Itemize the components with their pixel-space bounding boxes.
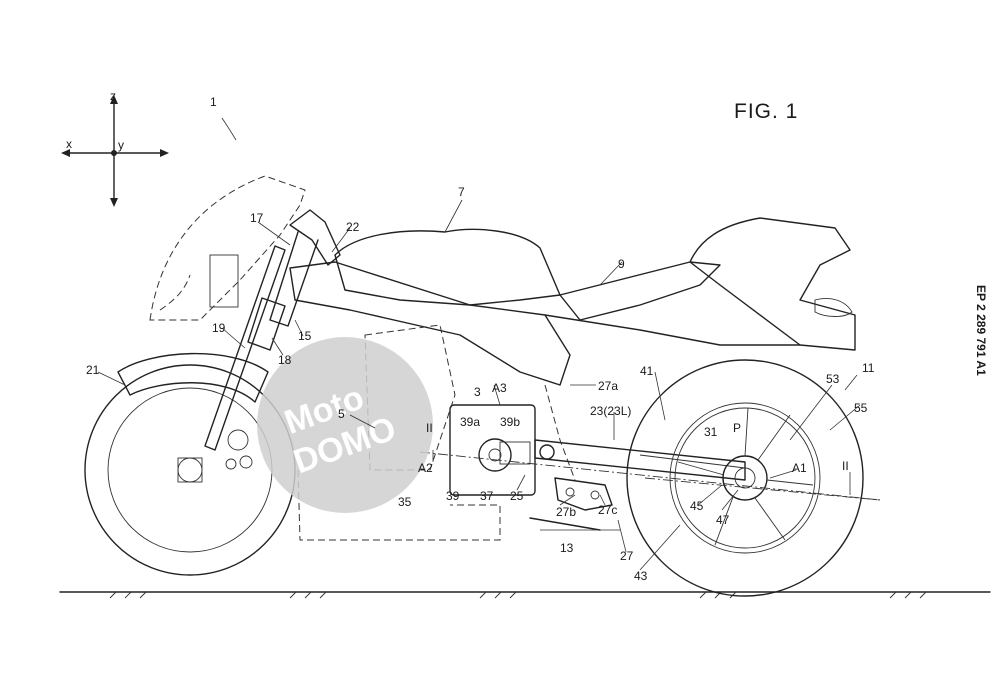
label-5: 5 [338, 407, 345, 421]
label-27c: 27c [598, 503, 617, 517]
tail-cowl [689, 217, 856, 351]
figure-title: FIG. 1 [734, 100, 798, 123]
patent-number: EP 2 289 791 A1 [974, 285, 988, 376]
label-17: 17 [250, 211, 264, 225]
label-41: 41 [640, 364, 654, 378]
label-23-23l: 23(23L) [590, 404, 631, 418]
watermark: Moto DOMO [257, 337, 433, 513]
main-frame [289, 261, 571, 386]
label-15: 15 [298, 329, 312, 343]
label-a3: A3 [492, 381, 507, 395]
label-39: 39 [446, 489, 460, 503]
label-1: 1 [210, 95, 217, 109]
axis-line-a1 [644, 477, 881, 501]
section-line [419, 451, 881, 501]
axis-x-label: x [66, 137, 72, 151]
ground-line [59, 591, 991, 599]
seat [559, 261, 721, 321]
label-3: 3 [474, 385, 481, 399]
front-fairing [149, 175, 306, 321]
label-a2: A2 [418, 461, 433, 475]
label-47: 47 [716, 513, 730, 527]
reference-labels: 1 7 9 17 22 15 18 19 21 5 3 A3 39a 39b I… [86, 95, 875, 583]
label-31: 31 [704, 425, 718, 439]
tail-light [814, 298, 853, 317]
axis-y-label: y [118, 138, 124, 152]
label-37: 37 [480, 489, 494, 503]
label-35: 35 [398, 495, 412, 509]
handlebar-assembly [269, 209, 341, 327]
fuel-tank [334, 228, 561, 306]
rear-wheel [626, 359, 864, 597]
label-55: 55 [854, 401, 868, 415]
label-18: 18 [278, 353, 292, 367]
label-39a: 39a [460, 415, 480, 429]
label-43: 43 [634, 569, 648, 583]
label-19: 19 [212, 321, 226, 335]
label-27: 27 [620, 549, 634, 563]
leader-lines [97, 117, 861, 571]
label-11: 11 [862, 361, 875, 375]
label-21: 21 [86, 363, 100, 377]
label-ii-right: II [842, 459, 849, 473]
label-45: 45 [690, 499, 704, 513]
coordinate-axes: z x y [61, 89, 169, 207]
label-39b: 39b [500, 415, 520, 429]
label-13: 13 [560, 541, 574, 555]
axis-z-label: z [110, 89, 116, 103]
swing-arm [534, 439, 746, 481]
label-22: 22 [346, 220, 360, 234]
label-25: 25 [510, 489, 524, 503]
label-53: 53 [826, 372, 840, 386]
label-9: 9 [618, 257, 625, 271]
rear-suspension-linkage [529, 477, 620, 531]
rear-shock [544, 384, 576, 481]
front-fender [117, 352, 269, 403]
label-27b: 27b [556, 505, 576, 519]
label-p: P [733, 421, 741, 435]
front-fork [204, 245, 286, 470]
label-27a: 27a [598, 379, 618, 393]
headlight [209, 254, 239, 308]
label-a1: A1 [792, 461, 807, 475]
label-7: 7 [458, 185, 465, 199]
label-ii-left: II [426, 421, 433, 435]
